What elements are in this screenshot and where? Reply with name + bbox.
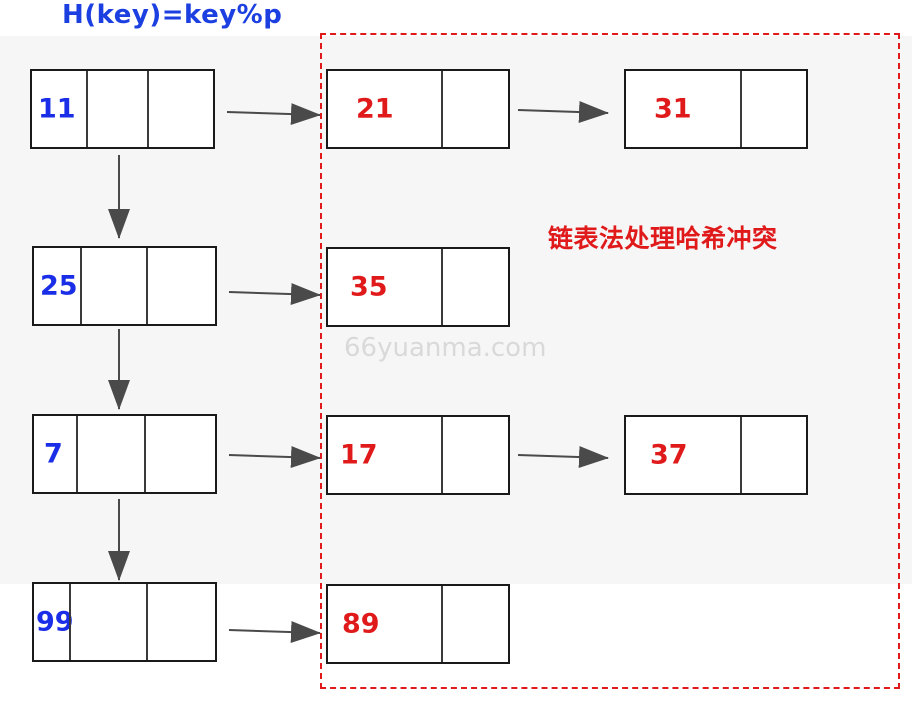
chain-node-2-0: 17 xyxy=(326,415,510,495)
hash-function-title: H(key)=key%p xyxy=(62,0,283,30)
arrow-right-icon xyxy=(226,103,321,126)
node-divider xyxy=(146,584,148,660)
node-divider xyxy=(80,248,82,324)
node-divider xyxy=(144,416,146,492)
node-divider xyxy=(76,416,78,492)
node-divider xyxy=(441,586,443,662)
arrow-right-icon xyxy=(228,446,321,469)
node-divider xyxy=(441,249,443,325)
chain-value-3-0: 89 xyxy=(342,608,380,640)
bucket-key-3: 99 xyxy=(36,606,74,638)
bucket-key-1: 25 xyxy=(40,270,78,302)
arrow-right-icon xyxy=(517,446,609,469)
chain-value-1-0: 35 xyxy=(350,271,388,303)
node-divider xyxy=(441,417,443,493)
node-divider xyxy=(69,584,71,660)
node-divider xyxy=(86,71,88,147)
chaining-annotation: 链表法处理哈希冲突 xyxy=(548,224,778,253)
chain-value-2-0: 17 xyxy=(340,439,378,471)
chain-node-0-0: 21 xyxy=(326,69,510,149)
arrow-right-icon xyxy=(517,101,609,124)
node-divider xyxy=(740,417,742,493)
node-divider xyxy=(740,71,742,147)
bucket-node-1: 25 xyxy=(32,246,217,326)
chain-value-0-0: 21 xyxy=(356,93,394,125)
node-divider xyxy=(147,71,149,147)
bucket-key-0: 11 xyxy=(38,93,76,125)
watermark-text: 66yuanma.com xyxy=(344,333,547,363)
node-divider xyxy=(441,71,443,147)
bucket-key-2: 7 xyxy=(44,438,63,470)
bucket-node-2: 7 xyxy=(32,414,217,494)
chain-node-1-0: 35 xyxy=(326,247,510,327)
chain-node-0-1: 31 xyxy=(624,69,808,149)
chain-node-3-0: 89 xyxy=(326,584,510,664)
bucket-node-0: 11 xyxy=(30,69,215,149)
node-divider xyxy=(146,248,148,324)
chain-value-2-1: 37 xyxy=(650,439,688,471)
bucket-node-3: 99 xyxy=(32,582,217,662)
arrow-right-icon xyxy=(228,283,321,306)
chain-node-2-1: 37 xyxy=(624,415,808,495)
arrow-right-icon xyxy=(228,621,321,644)
collision-chain-region xyxy=(320,33,900,689)
chain-value-0-1: 31 xyxy=(654,93,692,125)
